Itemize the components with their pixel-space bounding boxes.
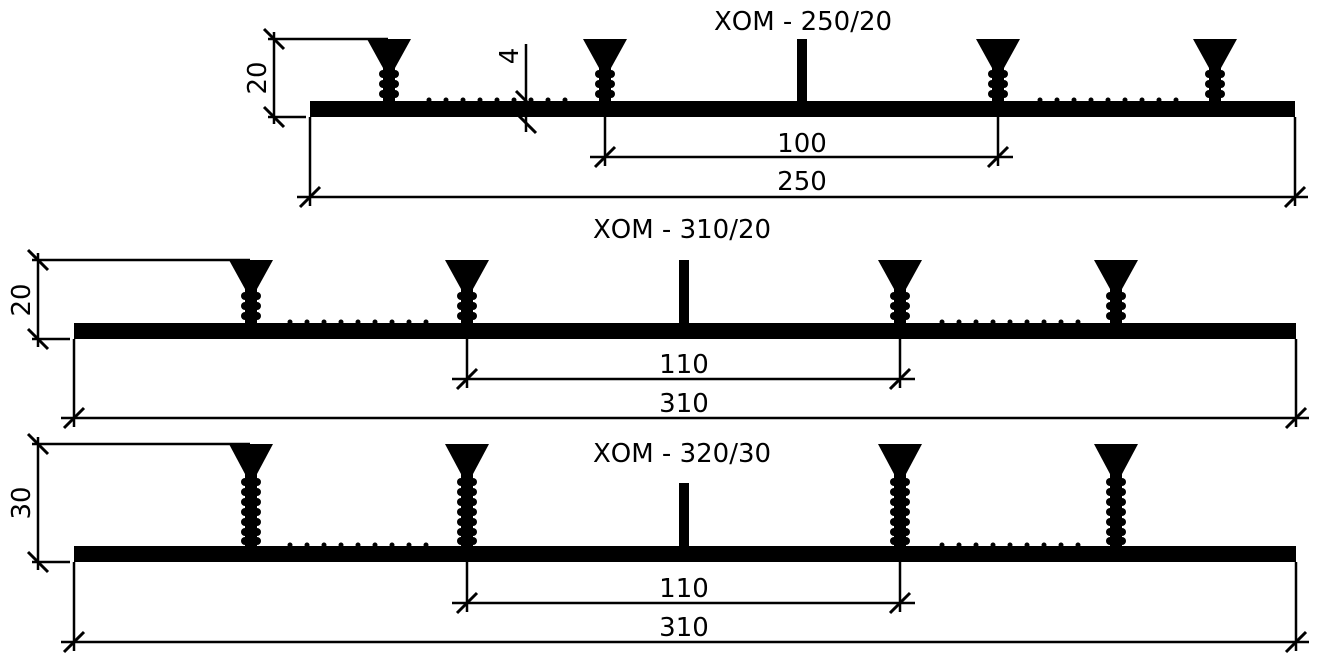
profile-1-sealing-bumps	[426, 97, 1179, 103]
profile-2-anchor-rib	[229, 260, 273, 324]
profile-2-height-label: 20	[7, 283, 37, 316]
profile-2-total-dim-label: 310	[659, 389, 709, 419]
profile-2-center-rib	[679, 260, 689, 325]
profile-3-total-dimension: 310	[61, 562, 1309, 654]
profile-3-height-label: 30	[7, 486, 37, 519]
profile-2-anchor-rib	[878, 260, 922, 324]
profile-3-title: ХОМ - 320/30	[593, 439, 771, 469]
profile-2: ХОМ - 310/20	[7, 215, 1309, 430]
profile-1-total-dimension: 250	[297, 117, 1308, 209]
profile-3-inner-dimension: 110	[452, 562, 915, 615]
profile-3-anchor-rib	[1094, 444, 1138, 547]
profile-2-title: ХОМ - 310/20	[593, 215, 771, 245]
profile-3-anchor-rib	[878, 444, 922, 547]
profile-2-anchor-rib	[1094, 260, 1138, 324]
profile-1: ХОМ - 250/20	[243, 7, 1308, 209]
profile-1-height-dimension: 20	[243, 27, 388, 129]
profile-2-base-strip	[74, 323, 1296, 339]
profile-3-total-dim-label: 310	[659, 613, 709, 643]
profile-3-center-rib	[679, 483, 689, 548]
profile-3-inner-dim-label: 110	[659, 574, 709, 604]
profile-3-height-dimension: 30	[7, 432, 250, 574]
profile-3-base-strip	[74, 546, 1296, 562]
profile-3-anchor-rib	[229, 444, 273, 547]
profile-3-anchor-rib	[445, 444, 489, 547]
profile-2-total-dimension: 310	[61, 339, 1309, 430]
profile-1-anchor-rib	[976, 39, 1020, 102]
profile-2-sealing-bumps	[287, 319, 1081, 325]
profile-1-title: ХОМ - 250/20	[714, 7, 892, 37]
profile-1-total-dim-label: 250	[777, 167, 827, 197]
profile-1-anchor-rib	[583, 39, 627, 102]
profile-1-height-label: 20	[243, 61, 273, 94]
profile-1-center-rib	[797, 39, 807, 103]
profile-1-anchor-rib	[1193, 39, 1237, 102]
profile-1-base-strip	[310, 101, 1295, 117]
profile-3-sealing-bumps	[287, 542, 1081, 548]
profile-2-inner-dim-label: 110	[659, 350, 709, 380]
profile-1-inner-dim-label: 100	[777, 129, 827, 159]
profile-1-thickness-label: 4	[495, 48, 525, 65]
profile-1-inner-dimension: 100	[590, 117, 1013, 169]
profile-2-height-dimension: 20	[7, 248, 250, 351]
profile-2-anchor-rib	[445, 260, 489, 324]
profile-3: ХОМ - 320/30	[7, 432, 1309, 654]
profile-2-inner-dimension: 110	[452, 339, 915, 391]
profile-1-thickness-dimension: 4	[495, 44, 538, 135]
profile-1-anchor-rib	[367, 39, 411, 102]
